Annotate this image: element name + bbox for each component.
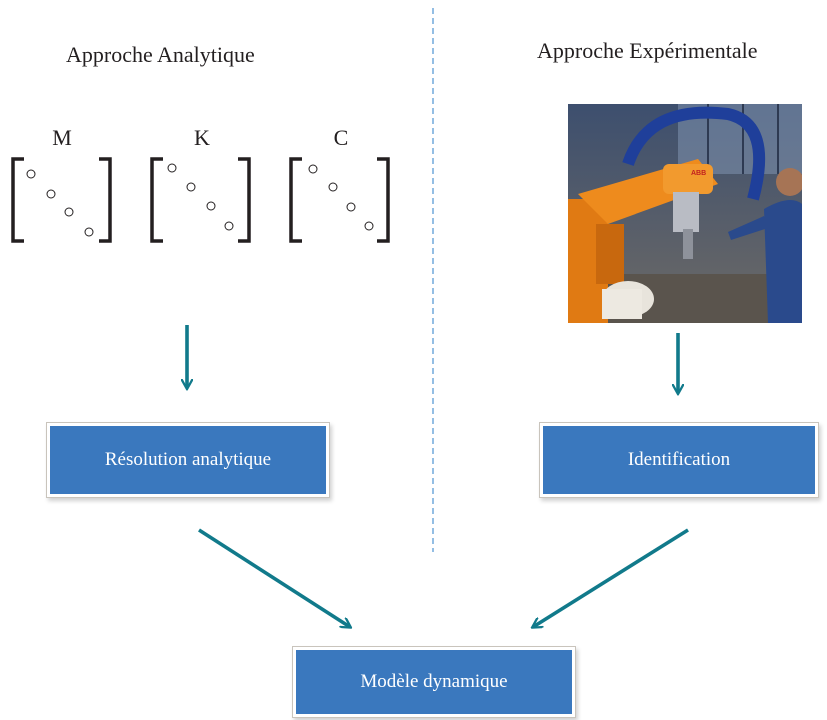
- modele-dynamique-box: Modèle dynamique: [293, 647, 575, 717]
- resolution-analytique-label: Résolution analytique: [104, 449, 272, 470]
- modele-dynamique-label: Modèle dynamique: [360, 671, 508, 692]
- matrix-c: [289, 157, 390, 243]
- resolution-analytique-box: Résolution analytique: [47, 423, 329, 497]
- matrix-label-k: K: [194, 125, 210, 150]
- arrow-right-diagonal: [533, 528, 689, 627]
- matrix-k: [150, 157, 251, 243]
- identification-label: Identification: [627, 449, 731, 470]
- arrow-left-diagonal: [198, 528, 350, 627]
- robot-photo: ABB: [568, 104, 802, 323]
- right-heading: Approche Expérimentale: [537, 38, 758, 63]
- matrix-m: [11, 157, 112, 243]
- identification-box: Identification: [540, 423, 818, 497]
- left-heading: Approche Analytique: [66, 42, 255, 67]
- matrix-label-c: C: [333, 125, 349, 150]
- matrix-label-m: M: [52, 125, 72, 150]
- photo-brand-label: ABB: [691, 170, 707, 177]
